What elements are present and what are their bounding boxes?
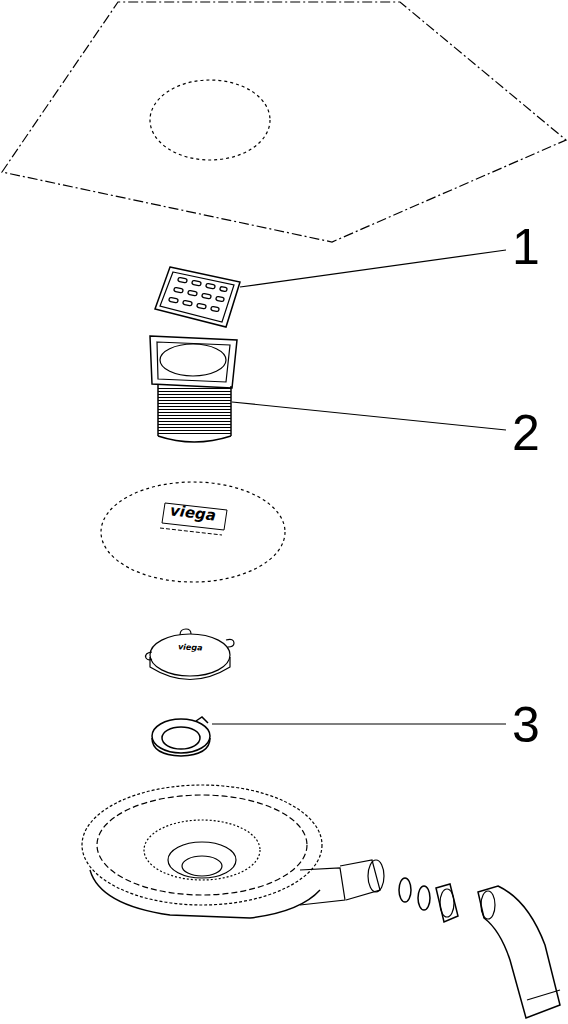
callout-number: 2 [512, 408, 540, 458]
cover-cap [146, 629, 234, 680]
sealing-disc [101, 482, 285, 582]
callout-number: 1 [512, 222, 540, 272]
drain-body [82, 785, 560, 1018]
grate [155, 267, 240, 327]
logo-plate [162, 503, 227, 530]
leader-line [240, 250, 506, 287]
leader-line [212, 723, 506, 724]
brand-logo: viega [169, 503, 216, 523]
brand-logo: viega [178, 643, 203, 652]
frame-with-thread [150, 336, 237, 442]
sheet-opening [150, 80, 270, 160]
leader-line [232, 402, 506, 430]
sealing-sheet [2, 2, 566, 242]
ring [152, 717, 210, 756]
callout-number: 3 [512, 700, 540, 750]
